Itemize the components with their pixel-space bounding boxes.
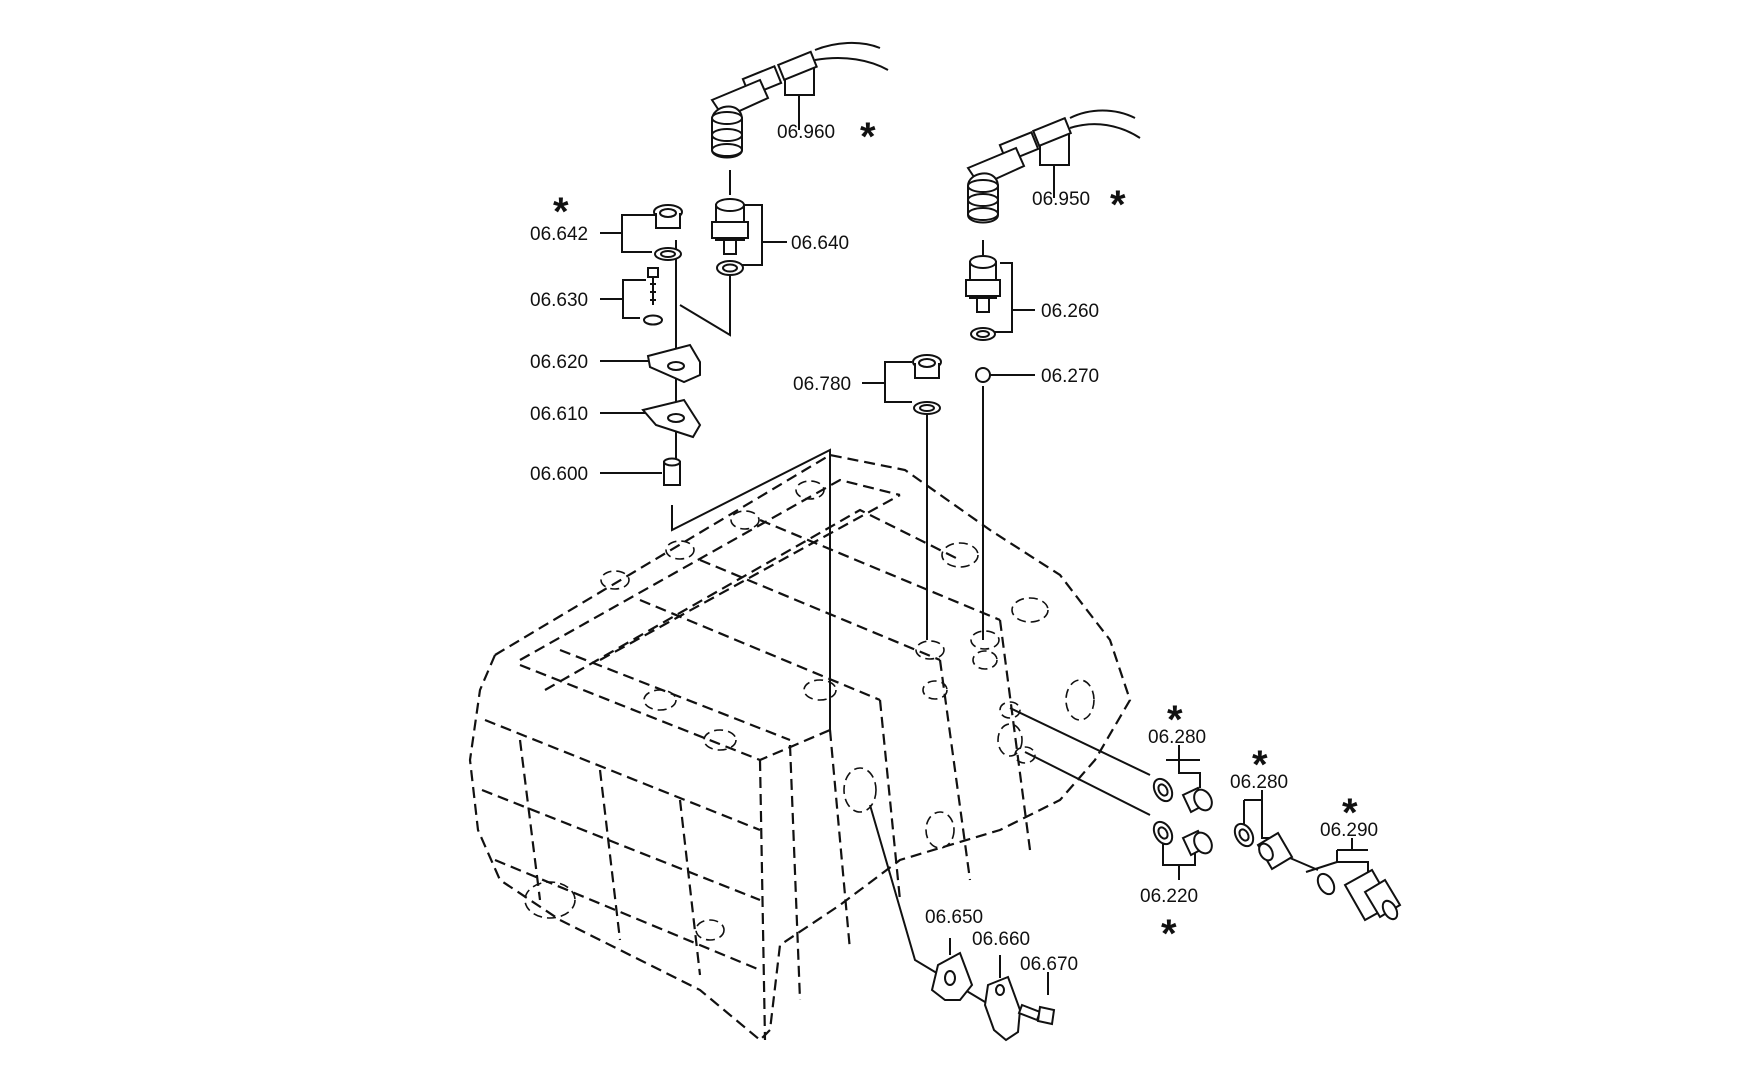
label-06950: 06.950: [1032, 189, 1090, 210]
screw-06630: [643, 267, 663, 326]
asterisk-06280-b: *: [1252, 743, 1268, 787]
cover-06660: [983, 975, 1022, 1042]
label-06270: 06.270: [1041, 366, 1099, 387]
label-06670: 06.670: [1020, 954, 1078, 975]
label-06600: 06.600: [530, 464, 588, 485]
plug-06642: [653, 204, 683, 261]
label-06780: 06.780: [793, 374, 851, 395]
label-06620: 06.620: [530, 352, 588, 373]
label-06610: 06.610: [530, 404, 588, 425]
housing-bosses: [524, 480, 1095, 941]
gasket-06610: [641, 398, 702, 439]
asterisk-06642: *: [553, 190, 569, 234]
label-06220: 06.220: [1140, 886, 1198, 907]
label-06280-b: 06.280: [1230, 772, 1288, 793]
gasket-06650: [930, 951, 974, 1001]
label-06660: 06.660: [972, 929, 1030, 950]
bolt-06670: [1017, 1003, 1056, 1026]
label-06640: 06.640: [791, 233, 849, 254]
o-ring-06270: [975, 367, 991, 383]
asterisk-06220: *: [1161, 912, 1177, 956]
label-06642: 06.642: [530, 224, 588, 245]
plug-06280-a: [1152, 777, 1213, 814]
transmission-housing: [468, 453, 1132, 1041]
label-06290: 06.290: [1320, 820, 1378, 841]
label-06630: 06.630: [530, 290, 588, 311]
sensor-06290: [1316, 868, 1402, 922]
cable-connector-06950: [966, 109, 1141, 224]
plug-06280-b: [1233, 822, 1294, 871]
label-06960: 06.960: [777, 122, 835, 143]
pin-06600: [663, 457, 681, 486]
sensor-06260: [965, 255, 1001, 341]
plug-06220: [1152, 820, 1213, 857]
asterisk-06960: *: [860, 115, 876, 159]
label-06260: 06.260: [1041, 301, 1099, 322]
sensor-06640: [711, 198, 749, 276]
asterisk-06950: *: [1110, 183, 1126, 227]
asterisk-06290: *: [1342, 791, 1358, 835]
part-labels: 06.960 * 06.950 * * 06.642 06.640 06.630…: [530, 115, 1378, 975]
plate-06620: [646, 343, 701, 384]
asterisk-06280-a: *: [1167, 698, 1183, 742]
plug-06780: [912, 354, 942, 415]
label-06650: 06.650: [925, 907, 983, 928]
label-06280-a: 06.280: [1148, 727, 1206, 748]
cable-connector-06960: [710, 41, 889, 159]
